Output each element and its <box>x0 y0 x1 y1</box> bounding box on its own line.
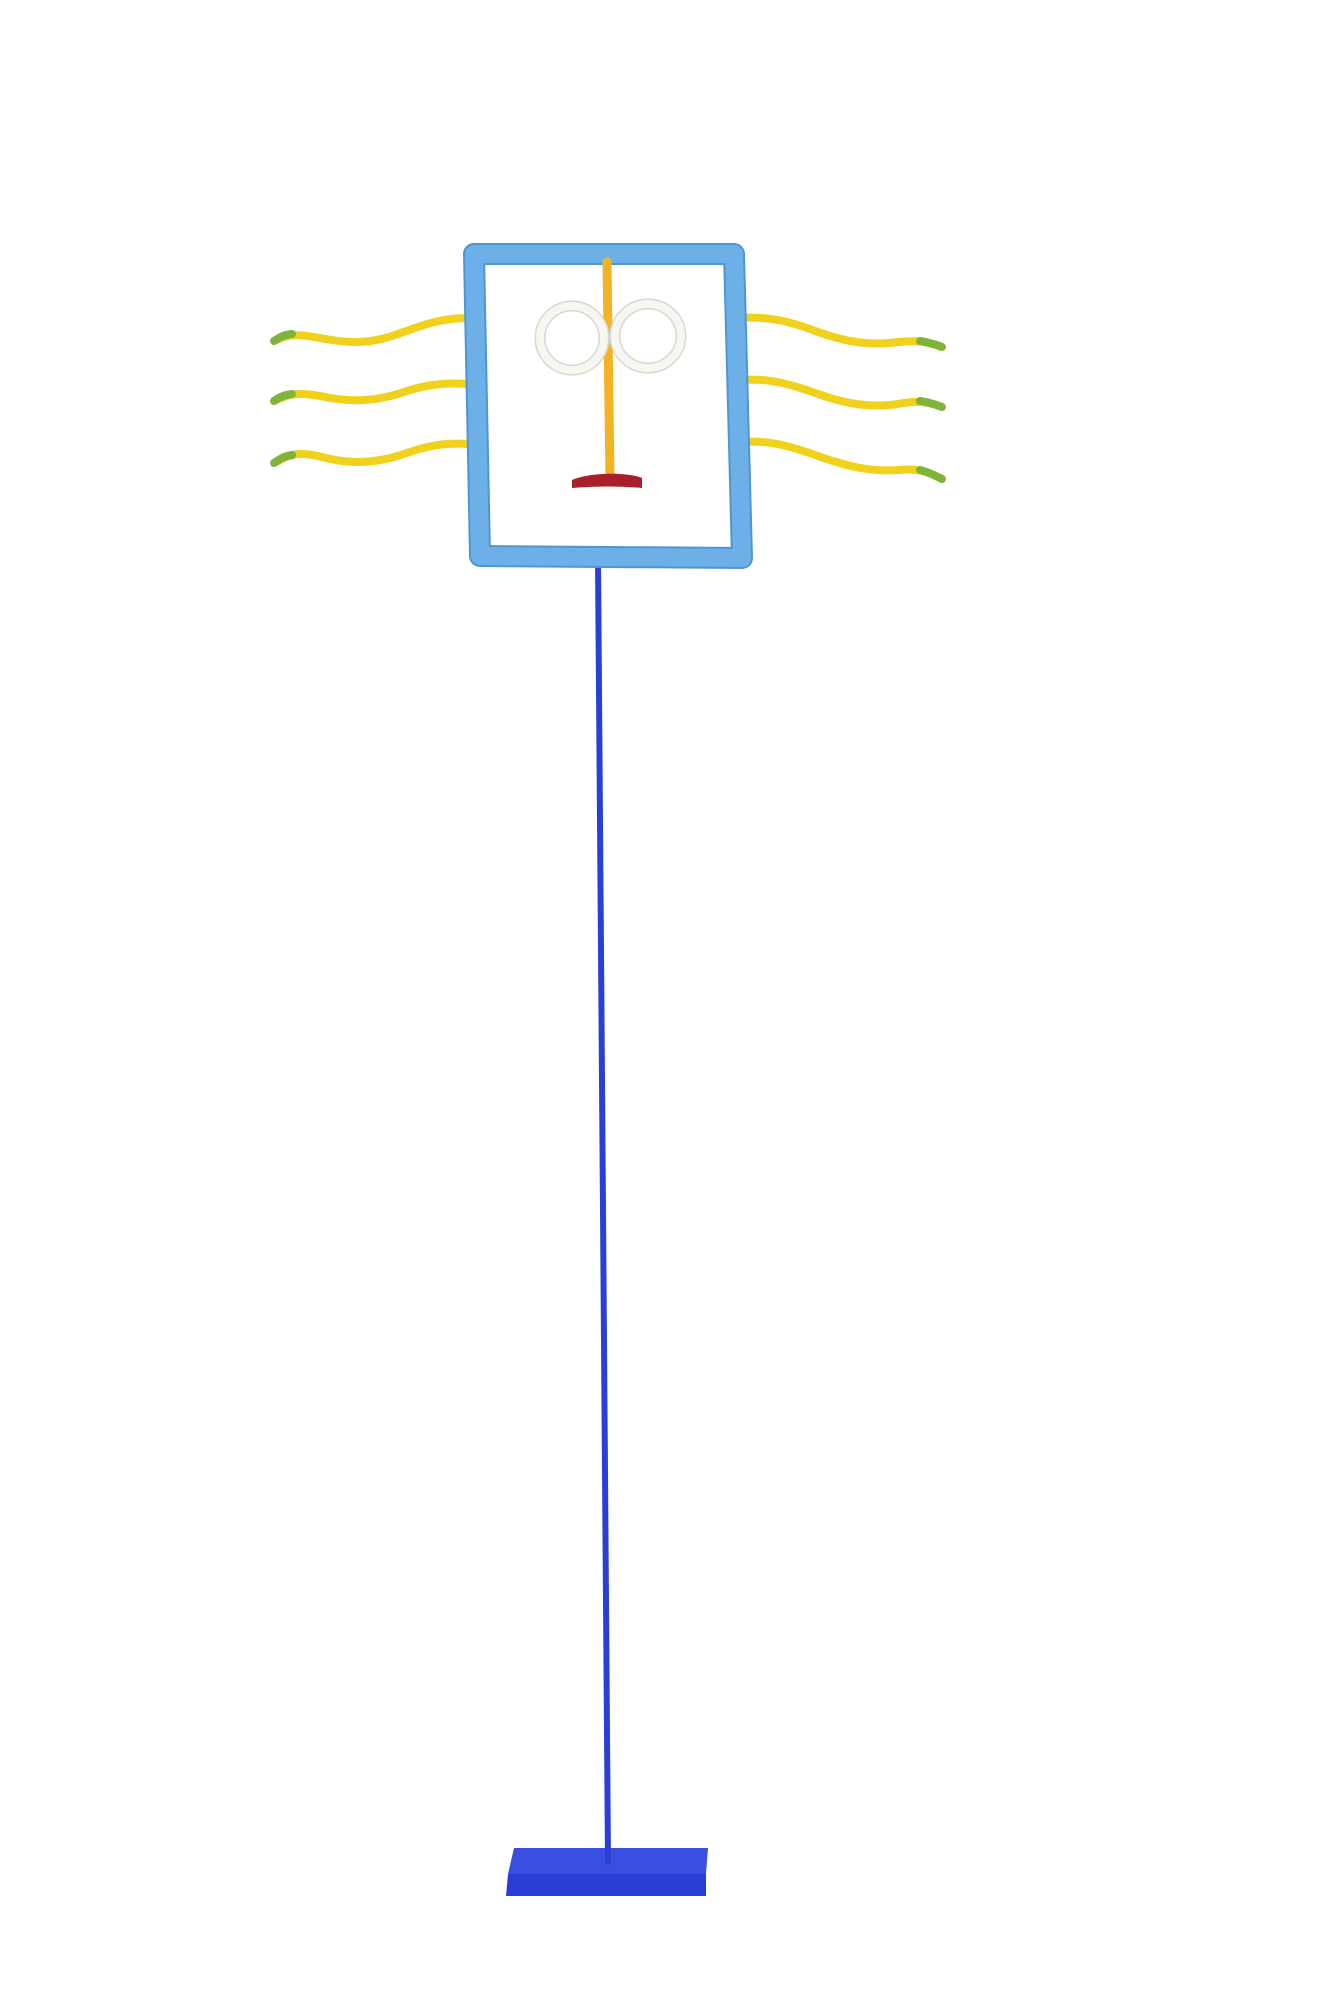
eyes <box>534 298 687 376</box>
pole <box>595 557 611 1865</box>
hair-wires-right <box>736 313 946 483</box>
hair-wires-left <box>270 314 472 467</box>
mouth <box>572 473 642 488</box>
nose <box>602 257 615 483</box>
head-frame <box>463 243 753 569</box>
